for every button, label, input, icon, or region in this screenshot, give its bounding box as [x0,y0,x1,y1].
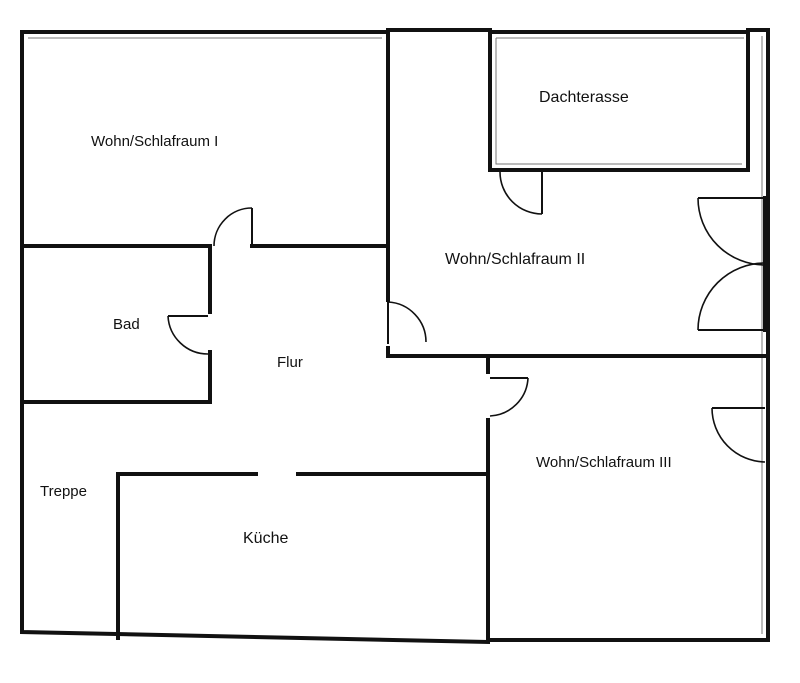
door-wohn1 [213,207,253,247]
label-dachterasse: Dachterasse [539,89,629,106]
door-wohn3 [489,377,529,417]
label-wohn-schlafraum-1: Wohn/Schlafraum I [91,133,218,150]
label-treppe: Treppe [40,483,87,500]
door-wohn2-upper [697,197,766,266]
room-dachterasse [488,30,750,172]
door-wohn2-lower [697,262,766,331]
doors [167,171,766,463]
label-flur: Flur [277,354,303,371]
door-wohn3-right [711,407,766,463]
label-kueche: Küche [243,530,288,547]
door-dachterasse [499,171,543,215]
room-bad [20,244,212,404]
label-wohn-schlafraum-3: Wohn/Schlafraum III [536,454,672,471]
room-wohn-schlafraum-2 [386,196,770,358]
door-bad [167,315,209,355]
label-bad: Bad [113,316,140,333]
outer-walls [20,28,770,645]
room-wohn-schlafraum-1 [20,30,390,248]
room-kueche [116,472,490,640]
label-wohn-schlafraum-2: Wohn/Schlafraum II [445,251,585,268]
door-wohn2 [387,301,427,344]
